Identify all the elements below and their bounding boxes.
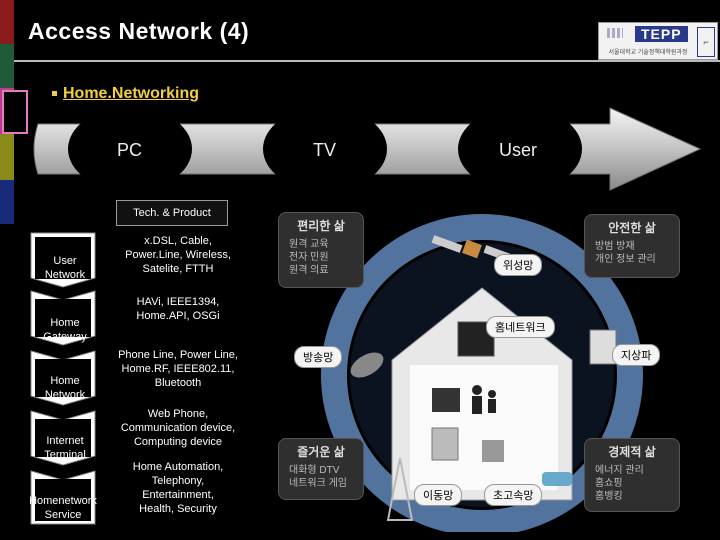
tech-header: Tech. & Product — [116, 200, 228, 226]
arrow-label-tv: TV — [313, 140, 337, 160]
stage-label: Internet Terminal — [44, 435, 86, 461]
stage-chevron: User Network — [30, 232, 96, 288]
title-divider — [14, 60, 720, 62]
benefit-box-economy: 경제적 삶 에너지 관리 홈쇼핑 홈뱅킹 — [584, 438, 680, 512]
logo-corner-icon: ⌐ — [697, 27, 715, 57]
benefit-line: 홈뱅킹 — [595, 491, 623, 502]
chevron-shape-icon — [30, 350, 96, 406]
chevron-shape-icon — [30, 232, 96, 288]
stage-label: Homenetwork Service — [29, 495, 97, 521]
accent-strip-olive — [0, 134, 14, 180]
benefit-box-fun: 즐거운 삶 대화형 DTV 네트워크 게임 — [278, 438, 364, 500]
benefit-line: 방범 방재 — [595, 241, 635, 252]
logo-name: TEPP — [635, 26, 688, 42]
benefit-box-safety: 안전한 삶 방범 방재 개인 정보 관리 — [584, 214, 680, 278]
accent-strip-red — [0, 0, 14, 44]
pill-broadband: 초고속망 — [484, 484, 543, 506]
benefit-heading: 안전한 삶 — [608, 221, 656, 235]
benefit-heading: 즐거운 삶 — [297, 445, 345, 459]
chevron-shape-icon — [30, 410, 96, 466]
pill-homenetwork: 홈네트워크 — [486, 316, 555, 338]
stage-description: Phone Line, Power Line, Home.RF, IEEE802… — [118, 349, 238, 389]
slide-title: Access Network (4) — [28, 18, 250, 44]
pill-broadcast: 방송망 — [294, 346, 343, 368]
accent-box — [2, 90, 28, 134]
benefit-line: 네트워크 게임 — [289, 478, 347, 489]
benefit-line: 홈쇼핑 — [595, 478, 623, 489]
stage-description: x.DSL, Cable, Power.Line, Wireless, Sate… — [125, 235, 231, 275]
accent-strip-navy — [0, 180, 14, 224]
chevron-shape-icon — [30, 290, 96, 346]
benefit-line: 에너지 관리 — [595, 465, 644, 476]
benefit-heading: 편리한 삶 — [297, 219, 345, 233]
stage-chevron: Internet Terminal — [30, 410, 96, 466]
logo-mark-icon — [607, 28, 623, 38]
stage-description: Home Automation, Telephony, Entertainmen… — [132, 461, 224, 515]
network-ring-graphic — [321, 214, 643, 532]
benefit-box-convenience: 편리한 삶 원격 교육 전자 민원 원격 의료 — [278, 212, 364, 288]
accent-strip-green — [0, 44, 14, 88]
tepp-logo: TEPP 서울대학교 기술정책대학원과정 ⌐ — [598, 22, 718, 60]
pill-satellite: 위성망 — [494, 254, 543, 276]
arrow-label-pc: PC — [117, 140, 143, 160]
pill-mobile: 이동망 — [414, 484, 463, 506]
home-network-diagram: 편리한 삶 원격 교육 전자 민원 원격 의료 안전한 삶 방범 방재 개인 정… — [272, 210, 692, 532]
stage-label: Home Gateway — [43, 317, 87, 343]
stage-label: User Network — [44, 255, 86, 281]
benefit-heading: 경제적 삶 — [608, 445, 656, 459]
bullet-text: Home.Networking — [63, 85, 200, 102]
stage-description: HAVi, IEEE1394, Home.API, OSGi — [136, 296, 220, 322]
bullet-heading: Home.Networking — [52, 85, 199, 103]
progression-arrow — [33, 107, 702, 191]
benefit-line: 대화형 DTV — [289, 465, 340, 476]
arrow-label-user: User — [499, 140, 538, 160]
stage-label: Home Network — [44, 375, 86, 401]
stage-chevron: Home Network — [30, 350, 96, 406]
benefit-line: 원격 의료 — [289, 265, 329, 276]
logo-subtitle: 서울대학교 기술정책대학원과정 — [608, 50, 688, 56]
benefit-line: 원격 교육 — [289, 239, 329, 250]
stage-description: Web Phone, Communication device, Computi… — [120, 408, 236, 448]
chevron-shape-icon — [30, 470, 96, 525]
pill-terrestrial: 지상파 — [612, 344, 661, 366]
benefit-line: 전자 민원 — [289, 252, 329, 263]
stage-chevron: Home Gateway — [30, 290, 96, 346]
bullet-square-icon — [52, 91, 57, 97]
stage-chevron: Homenetwork Service — [29, 470, 97, 526]
benefit-line: 개인 정보 관리 — [595, 254, 656, 265]
